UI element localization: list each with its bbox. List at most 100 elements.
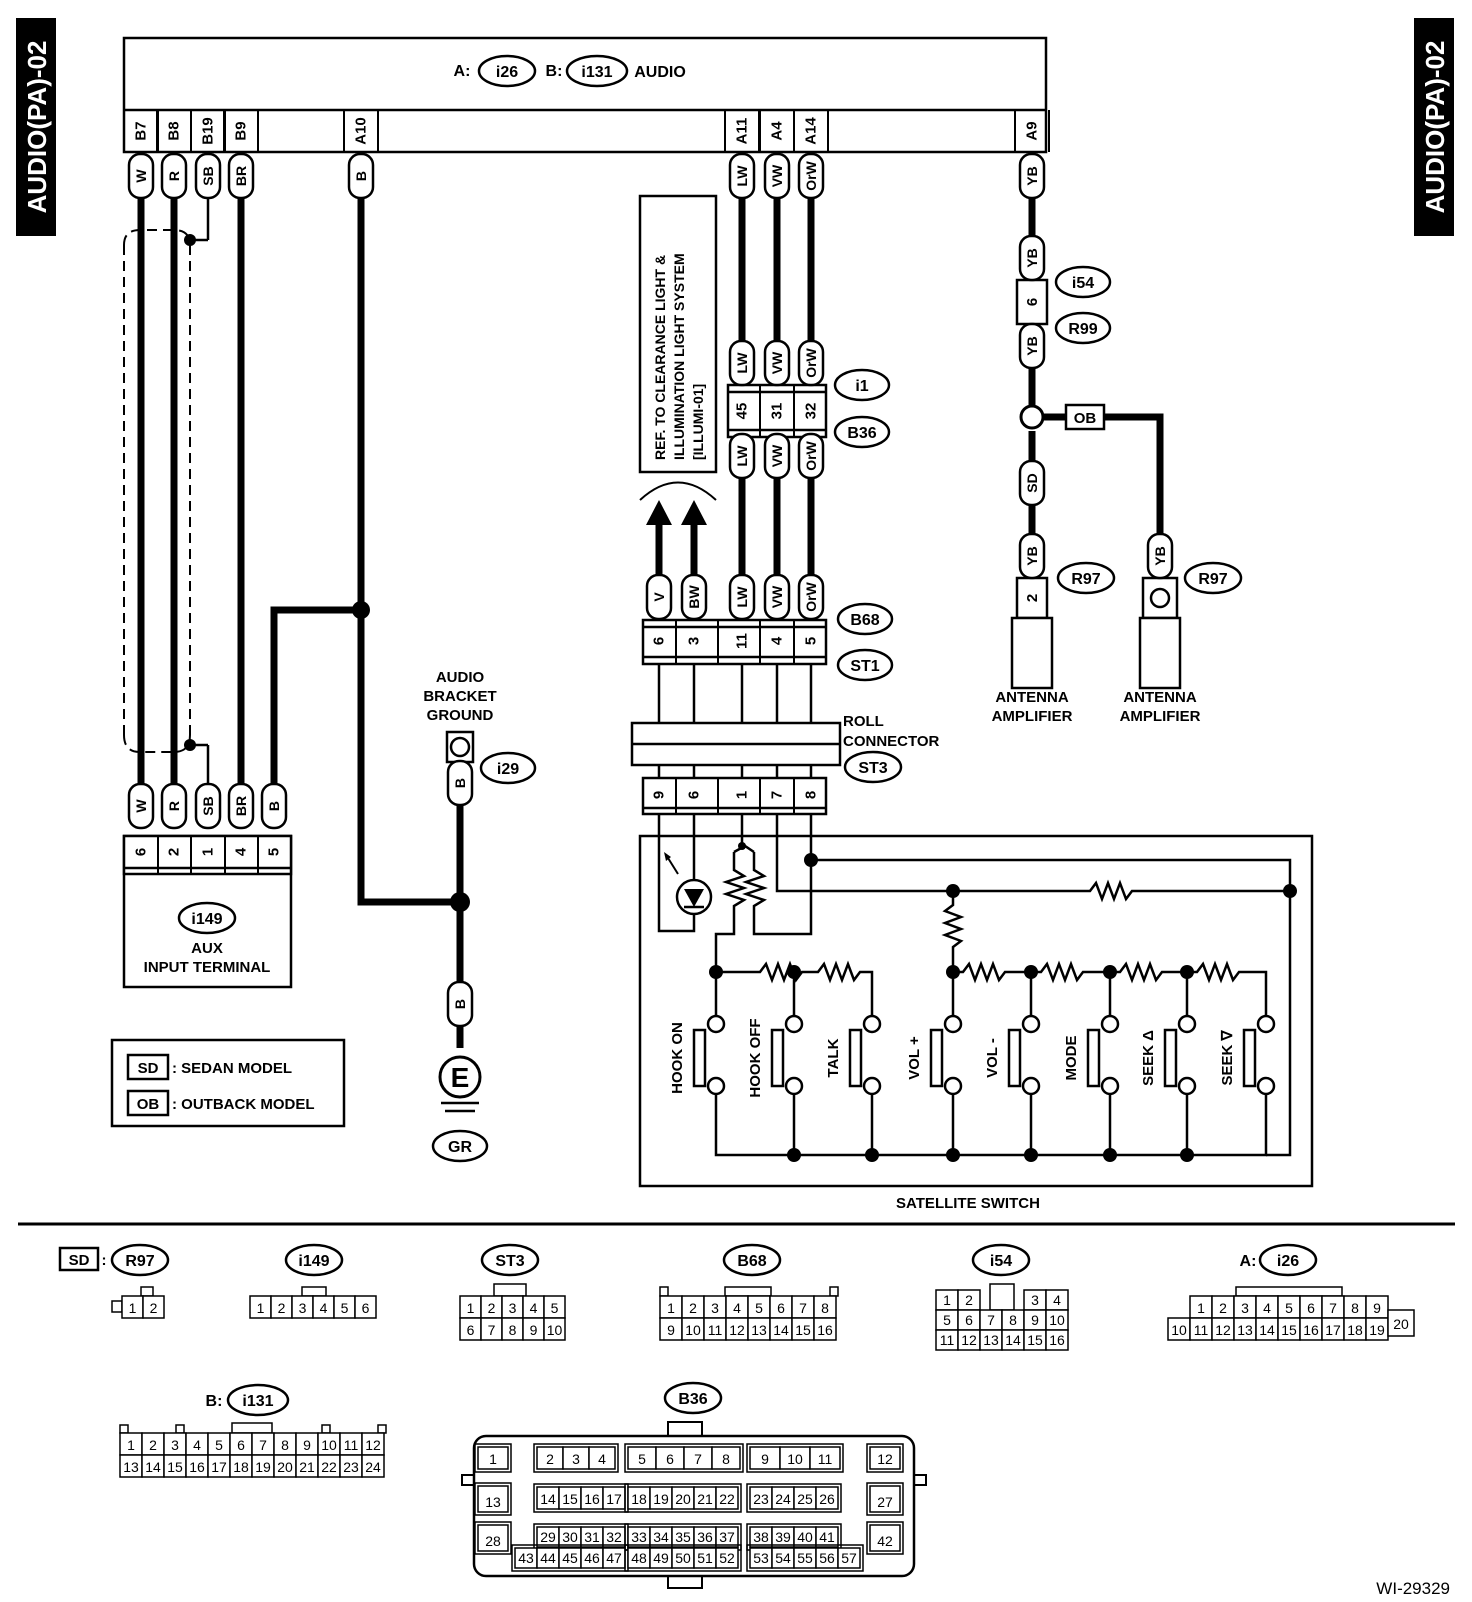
cv-i149-cell: 2	[278, 1300, 286, 1316]
cv-i54-cell: 7	[987, 1312, 995, 1328]
cv-r97-tag: SD	[69, 1252, 90, 1269]
cv-i26-cell: 19	[1369, 1322, 1385, 1338]
cv-i131-cell: 15	[167, 1459, 183, 1475]
ref-line-3: [ILLUMI-01]	[690, 384, 706, 460]
cv-b36-cell: 21	[697, 1491, 713, 1507]
switch: HOOK ON	[669, 1014, 726, 1096]
cv-b36-cell: 41	[819, 1529, 835, 1545]
audio-conn-a: i26	[496, 64, 518, 81]
cv-i131-cell: 10	[321, 1437, 337, 1453]
junction-dots	[352, 404, 1045, 912]
cv-i26-cell: 2	[1219, 1300, 1227, 1316]
cv-r97-name: R97	[125, 1253, 154, 1270]
aux-label-2: INPUT TERMINAL	[144, 959, 271, 976]
wire-label-b68-text: OrW	[803, 581, 819, 611]
cv-st3-cell: 10	[547, 1322, 563, 1338]
cv-i26-cell: 11	[1194, 1322, 1209, 1338]
cv-b36-cell: 15	[562, 1491, 578, 1507]
cv-i131-cell: 12	[365, 1437, 381, 1453]
wire-color-labels-ground: BB	[446, 759, 474, 1028]
cv-b36-cell: 45	[562, 1550, 578, 1566]
cv-b36-cell: 20	[675, 1491, 691, 1507]
cv-b36-cell: 7	[694, 1451, 702, 1467]
wire-label-top: YB	[1018, 152, 1046, 200]
cv-b36-cell: 51	[697, 1550, 713, 1566]
cv-i54-cell: 15	[1027, 1332, 1043, 1348]
wire-label-top: BR	[227, 152, 255, 200]
wire-label-top: OrW	[797, 152, 825, 200]
wire-label-aux-text: BR	[233, 796, 249, 816]
cv-b68-cell: 11	[708, 1322, 723, 1338]
figure-id: WI-29329	[1376, 1579, 1450, 1598]
cv-b36-cell: 26	[819, 1491, 835, 1507]
aux-pin-6: 6	[133, 848, 150, 856]
cv-i26-cell: 6	[1307, 1300, 1315, 1316]
cv-b68-cell: 2	[689, 1300, 697, 1316]
side-tab-right-text: AUDIO(PA)-02	[1420, 41, 1450, 214]
cv-b36-cell: 40	[797, 1529, 813, 1545]
wire-label-b36: VW	[763, 432, 791, 480]
cv-i131-cell: 16	[189, 1459, 205, 1475]
audio-pin-A4: A4	[769, 121, 786, 141]
cv-b68-cell: 10	[685, 1322, 701, 1338]
conn-r97-sd-label: R97	[1071, 571, 1100, 588]
cv-b36-cell: 32	[606, 1529, 622, 1545]
cv-i54-cell: 16	[1049, 1332, 1065, 1348]
cv-b36-cell: 37	[719, 1529, 735, 1545]
cv-b36-cell: 8	[722, 1451, 730, 1467]
cv-b36-cell: 10	[787, 1451, 803, 1467]
wire-label-i1: LW	[728, 339, 756, 387]
cv-b36-cell: 4	[598, 1451, 606, 1467]
cv-b68-cell: 15	[795, 1322, 811, 1338]
wire-label-top-text: YB	[1024, 166, 1040, 185]
audio-prefix-b: B:	[546, 63, 563, 80]
wire-label-b36: OrW	[797, 432, 825, 480]
cv-i54-cell: 10	[1049, 1312, 1065, 1328]
wire-label-antenna: SD	[1018, 459, 1046, 507]
cv-b68-cell: 3	[711, 1300, 719, 1316]
cv-i26-cell: 15	[1281, 1322, 1297, 1338]
audio-unit: A: i26 B: i131 AUDIO	[122, 36, 1048, 154]
shield-outline	[123, 229, 196, 753]
audio-pin-B7: B7	[133, 121, 150, 140]
joint-b36-pin-45: 45	[734, 403, 751, 420]
cv-st3-cell: 3	[509, 1300, 517, 1316]
cv-b36-cell: 35	[675, 1529, 691, 1545]
cv-i131-cell: 7	[259, 1437, 267, 1453]
cv-st3-cell: 9	[530, 1322, 538, 1338]
cv-st3-cell: 2	[488, 1300, 496, 1316]
audio-pin-B9: B9	[233, 121, 250, 140]
side-tab-right: AUDIO(PA)-02	[1414, 18, 1454, 236]
wire-label-ground: B	[446, 980, 474, 1028]
wire-label-ground-text: B	[452, 999, 468, 1009]
wire-label-top: VW	[763, 152, 791, 200]
wire-label-i1-text: VW	[769, 351, 785, 374]
legend-text-ob: : OUTBACK MODEL	[172, 1096, 315, 1113]
wire-label-b68-text: LW	[734, 586, 750, 608]
ground-conn-label: i29	[497, 761, 519, 778]
cv-b68-cell: 5	[755, 1300, 763, 1316]
roll-pin-8: 8	[803, 791, 820, 799]
cv-i131-cell: 14	[145, 1459, 161, 1475]
cv-i54-name: i54	[990, 1253, 1012, 1270]
cv-b36-cell: 49	[653, 1550, 669, 1566]
cv-i131-cell: 5	[215, 1437, 223, 1453]
ground-point-label: GR	[448, 1139, 472, 1156]
cv-b68-cell: 12	[729, 1322, 745, 1338]
wire-label-ground-text: B	[452, 778, 468, 788]
cv-st3-cell: 7	[488, 1322, 496, 1338]
cv-st3-cell: 4	[530, 1300, 538, 1316]
audio-pin-A11: A11	[734, 118, 751, 145]
wire-label-i1-text: OrW	[803, 347, 819, 377]
antenna-joint-pin: 6	[1024, 298, 1041, 306]
cv-b36-cell: 57	[841, 1550, 857, 1566]
cv-b36-cell: 33	[631, 1529, 647, 1545]
wire-label-b68-text: VW	[769, 585, 785, 608]
audio-pin-B8: B8	[166, 121, 183, 140]
cv-i131-cell: 21	[299, 1459, 315, 1475]
cv-b36-cell: 28	[485, 1533, 501, 1549]
